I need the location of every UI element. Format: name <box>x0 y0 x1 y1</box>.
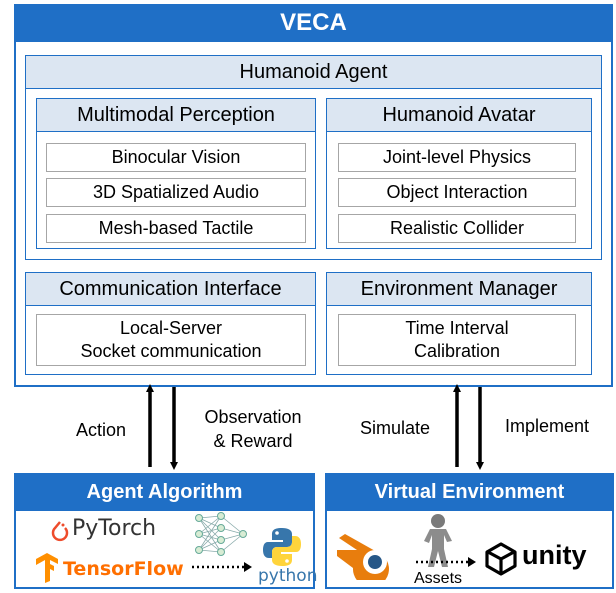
unity-icon <box>485 542 517 576</box>
perception-item-binocular-vision: Binocular Vision <box>46 143 306 172</box>
avatar-item-joint-physics: Joint-level Physics <box>338 143 576 172</box>
avatar-item-object-interaction: Object Interaction <box>338 178 576 207</box>
observation-label: Observation & Reward <box>183 405 323 453</box>
unity-label: unity <box>522 540 587 570</box>
simulate-label: Simulate <box>359 418 431 438</box>
implement-label: Implement <box>504 416 590 436</box>
humanoid-avatar-title: Humanoid Avatar <box>326 98 592 132</box>
observation-line-2: & Reward <box>213 431 293 451</box>
python-icon <box>263 528 301 566</box>
pytorch-icon <box>51 521 69 542</box>
virtual-environment-title: Virtual Environment <box>325 473 614 511</box>
dotted-arrow-unity <box>416 557 476 567</box>
neural-network-icon <box>195 512 247 556</box>
communication-line-1: Local-Server <box>119 318 223 338</box>
perception-item-spatialized-audio: 3D Spatialized Audio <box>46 178 306 207</box>
tensorflow-icon <box>36 553 58 583</box>
environment-manager-detail: Time Interval Calibration <box>338 314 576 366</box>
humanoid-model-icon <box>424 514 452 567</box>
communication-interface-title: Communication Interface <box>25 272 316 306</box>
environment-line-1: Time Interval <box>405 318 509 338</box>
communication-detail: Local-Server Socket communication <box>36 314 306 366</box>
blender-icon <box>337 534 389 580</box>
communication-line-2: Socket communication <box>80 341 262 361</box>
pytorch-label: PyTorch <box>72 516 157 541</box>
multimodal-perception-title: Multimodal Perception <box>36 98 316 132</box>
environment-manager-title: Environment Manager <box>326 272 592 306</box>
dotted-arrow-python <box>192 562 252 572</box>
veca-title: VECA <box>14 4 613 42</box>
action-label: Action <box>75 420 127 440</box>
assets-label: Assets <box>414 570 463 587</box>
agent-algorithm-title: Agent Algorithm <box>14 473 315 511</box>
environment-line-2: Calibration <box>413 341 501 361</box>
python-label: python <box>258 566 318 586</box>
perception-item-tactile: Mesh-based Tactile <box>46 214 306 243</box>
avatar-item-collider: Realistic Collider <box>338 214 576 243</box>
humanoid-agent-title: Humanoid Agent <box>25 55 602 89</box>
tensorflow-label: TensorFlow <box>63 558 184 580</box>
observation-line-1: Observation <box>204 407 302 427</box>
